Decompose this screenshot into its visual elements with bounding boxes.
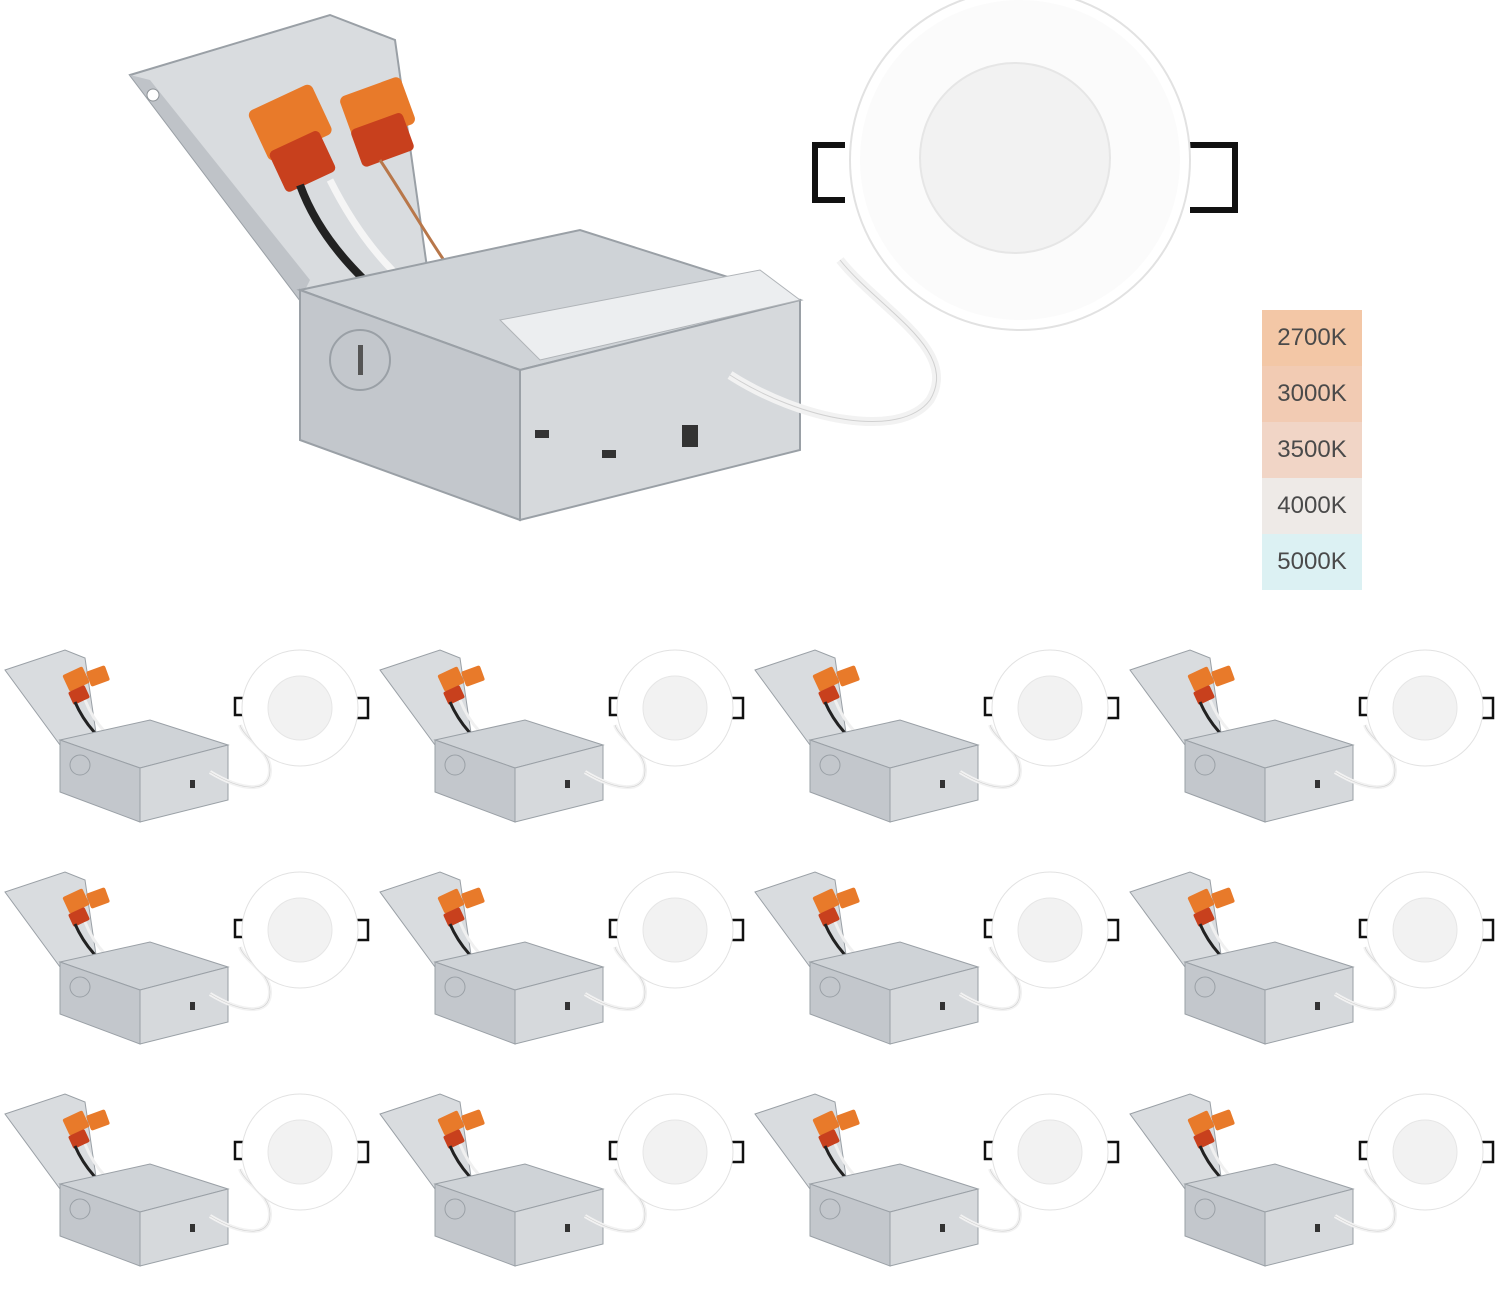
junction-box [296, 228, 804, 522]
product-kit-thumbnail [375, 1084, 750, 1304]
product-kit-thumbnail [750, 862, 1125, 1082]
spring-clip-left [812, 142, 845, 203]
kit-illustration [379, 649, 745, 823]
panel-lens [919, 62, 1111, 254]
product-kit-thumbnail [750, 640, 1125, 860]
kit-illustration [1129, 649, 1495, 823]
product-kit-thumbnail [750, 1084, 1125, 1304]
kit-illustration [379, 1093, 745, 1267]
product-kit-thumbnail [375, 640, 750, 860]
product-kit-thumbnail [0, 640, 375, 860]
cct-swatch-4000k: 4000K [1262, 478, 1362, 534]
product-kit-thumbnail [0, 862, 375, 1082]
product-kit-thumbnail [1125, 862, 1500, 1082]
kit-illustration [379, 871, 745, 1045]
cct-swatch-3000k: 3000K [1262, 366, 1362, 422]
cct-swatch-3500k: 3500K [1262, 422, 1362, 478]
cct-swatch-2700k: 2700K [1262, 310, 1362, 366]
hero-illustration [128, 0, 1238, 522]
product-kit-thumbnail [0, 1084, 375, 1304]
kit-illustration [4, 649, 370, 823]
product-kit-grid [0, 640, 1500, 1305]
cct-swatch-5000k: 5000K [1262, 534, 1362, 590]
spring-clip-right [1190, 142, 1238, 213]
kit-illustration [754, 649, 1120, 823]
kit-illustration [1129, 871, 1495, 1045]
color-temperature-legend: 2700K 3000K 3500K 4000K 5000K [1262, 310, 1362, 590]
hero-product-image: 2700K 3000K 3500K 4000K 5000K [0, 0, 1500, 620]
product-kit-thumbnail [375, 862, 750, 1082]
kit-illustration [4, 871, 370, 1045]
kit-illustration [1129, 1093, 1495, 1267]
product-kit-thumbnail [1125, 640, 1500, 860]
kit-illustration [754, 871, 1120, 1045]
kit-illustration [4, 1093, 370, 1267]
wire-connectors [248, 77, 415, 192]
led-panel-light [812, 0, 1238, 331]
kit-illustration [754, 1093, 1120, 1267]
product-kit-thumbnail [1125, 1084, 1500, 1304]
